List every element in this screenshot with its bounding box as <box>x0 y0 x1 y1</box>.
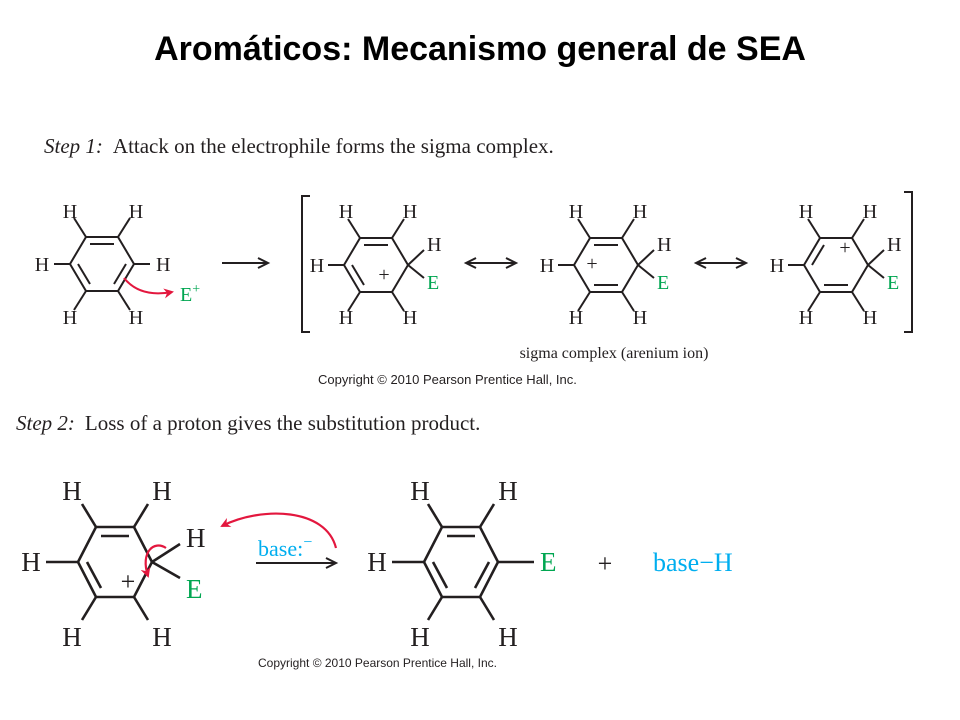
electrophile-atom: E <box>186 574 203 604</box>
hydrogen-atom: H <box>410 476 430 506</box>
base-label: base:− <box>258 534 312 561</box>
benzene-ring <box>68 236 136 292</box>
hydrogen-atom: H <box>410 622 430 652</box>
hydrogen-atom: H <box>339 201 353 223</box>
step-1-copyright: Copyright © 2010 Pearson Prentice Hall, … <box>318 372 577 387</box>
right-bracket <box>904 191 913 333</box>
curved-arrow <box>220 512 338 549</box>
hydrogen-atom: H <box>63 307 77 329</box>
base-h-label: base−H <box>653 548 733 577</box>
electrophile-atom: E <box>887 272 899 294</box>
hydrogen-atom: H <box>310 255 324 277</box>
hydrogen-atom: H <box>62 622 82 652</box>
page-title: Aromáticos: Mecanismo general de SEA <box>154 30 806 68</box>
step-2-copyright: Copyright © 2010 Pearson Prentice Hall, … <box>258 656 497 670</box>
hydrogen-atom: H <box>498 476 518 506</box>
hydrogen-atom: H <box>186 523 206 553</box>
hydrogen-atom: H <box>569 307 583 329</box>
hydrogen-atom: H <box>633 307 647 329</box>
step-1-heading: Step 1: Attack on the electrophile forms … <box>44 134 554 159</box>
hydrogen-atom: H <box>62 476 82 506</box>
hydrogen-atom: H <box>156 254 170 276</box>
hydrogen-atom: H <box>152 476 172 506</box>
left-bracket <box>301 195 310 333</box>
hydrogen-atom: H <box>35 254 49 276</box>
hydrogen-atom: H <box>21 547 41 577</box>
positive-charge: + <box>378 264 389 286</box>
hydrogen-atom: H <box>770 255 784 277</box>
hydrogen-atom: H <box>427 234 441 256</box>
electrophile-atom: E <box>540 547 557 577</box>
hydrogen-atom: H <box>799 201 813 223</box>
benzene-molecule: H H H H H H <box>35 201 171 329</box>
positive-charge: + <box>839 237 850 259</box>
hydrogen-atom: H <box>863 307 877 329</box>
hydrogen-atom: H <box>887 234 901 256</box>
step-2-text: Loss of a proton gives the substitution … <box>84 411 481 435</box>
hydrogen-atom: H <box>152 622 172 652</box>
hydrogen-atom: H <box>129 201 143 223</box>
positive-charge: + <box>121 567 136 596</box>
hydrogen-atom: H <box>63 201 77 223</box>
resonance-arrow <box>463 257 519 269</box>
hydrogen-atom: H <box>633 201 647 223</box>
reaction-arrow <box>222 257 271 269</box>
hydrogen-atom: H <box>403 201 417 223</box>
hydrogen-atom: H <box>863 201 877 223</box>
plus-sign: + <box>598 549 613 578</box>
hydrogen-atom: H <box>540 255 554 277</box>
hydrogen-atom: H <box>799 307 813 329</box>
step-1-text: Attack on the electrophile forms the sig… <box>112 134 554 158</box>
step-2-heading: Step 2: Loss of a proton gives the substi… <box>16 411 480 436</box>
hydrogen-atom: H <box>498 622 518 652</box>
hydrogen-atom: H <box>129 307 143 329</box>
positive-charge: + <box>586 253 597 275</box>
hydrogen-atom: H <box>403 307 417 329</box>
curved-arrow <box>140 544 167 578</box>
sigma-complex-structure-3: + H H H H H H E <box>770 201 902 329</box>
sigma-complex-structure-2: + H H H H H H E <box>540 201 672 329</box>
double-bond <box>113 263 127 285</box>
step-1-label: Step 1: <box>44 134 103 158</box>
hydrogen-atom: H <box>339 307 353 329</box>
electrophile-atom: E <box>427 272 439 294</box>
reaction-arrow <box>256 557 339 569</box>
sigma-complex-caption: sigma complex (arenium ion) <box>520 345 709 362</box>
hydrogen-atom: H <box>569 201 583 223</box>
step-2-label: Step 2: <box>16 411 75 435</box>
double-bond <box>77 263 91 285</box>
electrophile-label: E+ <box>180 282 200 306</box>
substituted-benzene-product: H H H H H E <box>367 476 556 652</box>
sigma-complex-step-2: + H H H H H H E <box>21 476 205 652</box>
resonance-arrow <box>693 257 749 269</box>
hydrogen-atom: H <box>367 547 387 577</box>
hydrogen-atom: H <box>657 234 671 256</box>
curved-arrow <box>123 277 174 299</box>
electrophile-atom: E <box>657 272 669 294</box>
sigma-complex-structure-1: + H H H H H H E <box>310 201 442 329</box>
